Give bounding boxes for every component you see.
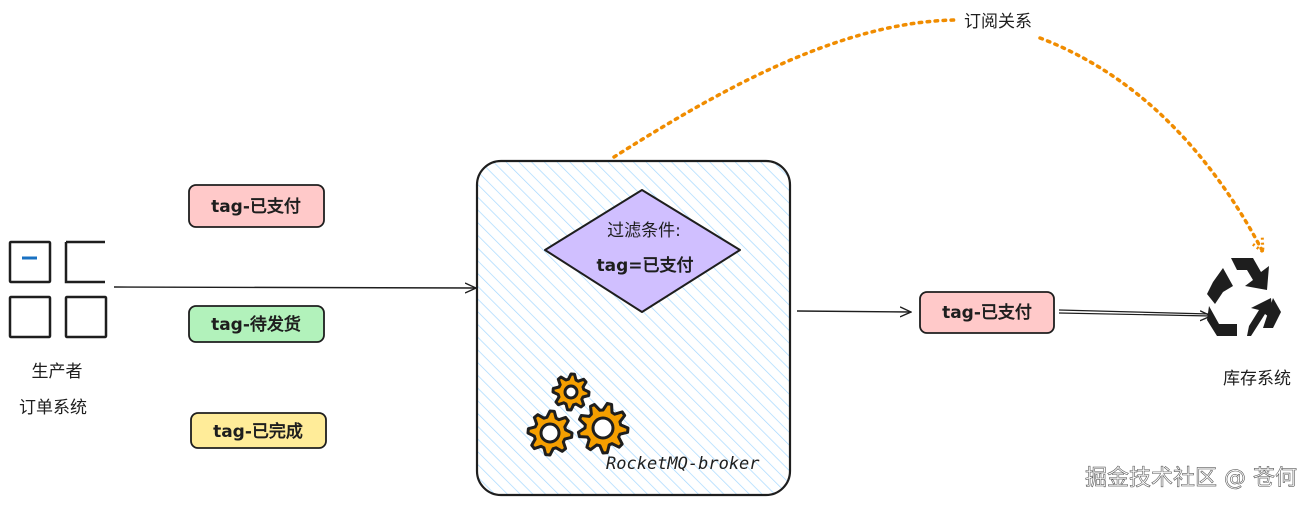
output-tag-paid: tag-已支付 <box>919 291 1055 334</box>
gears-icon <box>526 372 630 457</box>
recycle-icon <box>1207 258 1281 336</box>
tag-paid-label: tag-已支付 <box>211 196 301 217</box>
producer-grid-icon <box>8 240 108 339</box>
tag-paid: tag-已支付 <box>188 184 325 228</box>
filter-condition: tag=已支付 <box>596 255 693 276</box>
tag-to-consumer-arrow <box>1058 309 1211 316</box>
filter-title: 过滤条件: <box>607 221 681 241</box>
filter-diamond: 过滤条件: tag=已支付 <box>544 189 741 313</box>
tag-pending-shipment-label: tag-待发货 <box>211 314 301 335</box>
consumer-label: 库存系统 <box>1223 369 1291 389</box>
subscription-dotted-arrow <box>612 18 1263 252</box>
broker-to-tag-arrow <box>796 311 911 312</box>
producer-to-broker-arrow <box>113 287 476 288</box>
output-tag-label: tag-已支付 <box>942 302 1032 323</box>
tag-completed: tag-已完成 <box>190 412 327 449</box>
broker-label: RocketMQ-broker <box>606 454 760 474</box>
watermark: 掘金技术社区 @ 苍何 <box>1085 466 1297 491</box>
subscription-label: 订阅关系 <box>964 12 1032 32</box>
producer-label-role: 生产者 <box>32 362 83 382</box>
tag-completed-label: tag-已完成 <box>213 421 303 442</box>
producer-label-system: 订单系统 <box>19 398 87 418</box>
tag-pending-shipment: tag-待发货 <box>188 305 325 343</box>
